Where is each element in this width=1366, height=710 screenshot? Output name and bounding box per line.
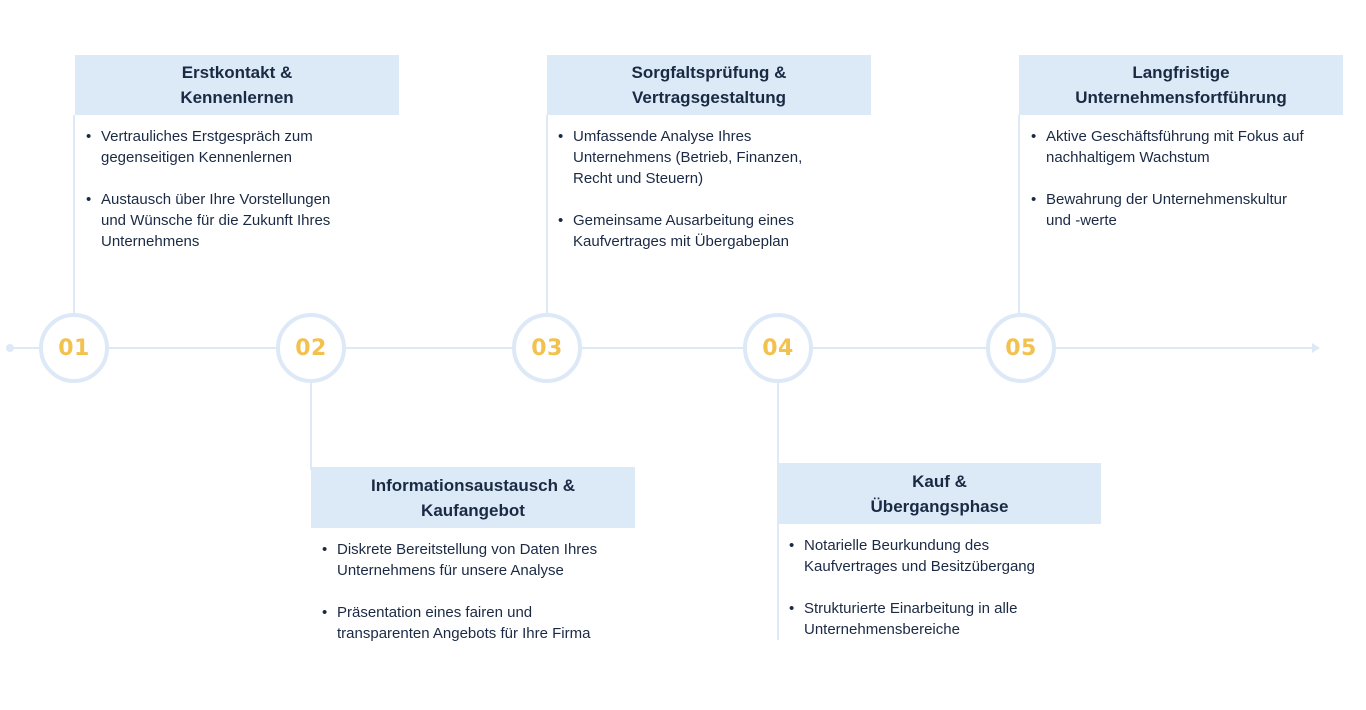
step-number-2: 02 bbox=[276, 313, 346, 383]
step-title-2: Informationsaustausch & Kaufangebot bbox=[311, 467, 635, 528]
bullet-item: Präsentation eines fairen und transparen… bbox=[322, 602, 652, 644]
bullet-item: Vertrauliches Erstgespräch zum gegenseit… bbox=[86, 126, 396, 168]
step-bullets-5: Aktive Geschäftsführung mit Fokus auf na… bbox=[1031, 126, 1351, 252]
step-title-1-text: Erstkontakt & Kennenlernen bbox=[180, 63, 294, 107]
step-title-4: Kauf & Übergangsphase bbox=[778, 463, 1101, 524]
step-number-5: 05 bbox=[986, 313, 1056, 383]
step-title-3-text: Sorgfaltsprüfung & Vertragsgestaltung bbox=[631, 63, 787, 107]
step-title-4-text: Kauf & Übergangsphase bbox=[870, 471, 1009, 516]
step-title-5-text: Langfristige Unternehmensfortführung bbox=[1075, 63, 1287, 107]
bullet-item: Umfassende Analyse Ihres Unternehmens (B… bbox=[558, 126, 868, 189]
step-title-3: Sorgfaltsprüfung & Vertragsgestaltung bbox=[547, 55, 871, 115]
bullet-item: Diskrete Bereitstellung von Daten Ihres … bbox=[322, 539, 652, 581]
step-bullets-3: Umfassende Analyse Ihres Unternehmens (B… bbox=[558, 126, 868, 273]
connector-step-5 bbox=[1018, 115, 1020, 315]
connector-step-2 bbox=[310, 382, 312, 470]
timeline-line bbox=[12, 347, 1316, 349]
connector-step-3 bbox=[546, 115, 548, 315]
step-title-2-text: Informationsaustausch & Kaufangebot bbox=[370, 475, 576, 520]
step-bullets-4: Notarielle Beurkundung des Kaufvertrages… bbox=[789, 535, 1099, 661]
timeline-start-dot bbox=[6, 344, 14, 352]
connector-step-1 bbox=[73, 115, 75, 315]
step-title-5: Langfristige Unternehmensfortführung bbox=[1019, 55, 1343, 115]
step-bullets-1: Vertrauliches Erstgespräch zum gegenseit… bbox=[86, 126, 396, 273]
bullet-item: Gemeinsame Ausarbeitung eines Kaufvertra… bbox=[558, 210, 868, 252]
bullet-item: Bewahrung der Unternehmenskultur und -we… bbox=[1031, 189, 1351, 231]
bullet-item: Notarielle Beurkundung des Kaufvertrages… bbox=[789, 535, 1099, 577]
bullet-item: Austausch über Ihre Vorstellungen und Wü… bbox=[86, 189, 396, 252]
step-number-3: 03 bbox=[512, 313, 582, 383]
step-number-4: 04 bbox=[743, 313, 813, 383]
timeline-arrow-icon bbox=[1312, 343, 1320, 353]
step-title-1: Erstkontakt & Kennenlernen bbox=[75, 55, 399, 115]
bullet-item: Strukturierte Einarbeitung in alle Unter… bbox=[789, 598, 1099, 640]
bullet-item: Aktive Geschäftsführung mit Fokus auf na… bbox=[1031, 126, 1351, 168]
step-number-1: 01 bbox=[39, 313, 109, 383]
step-bullets-2: Diskrete Bereitstellung von Daten Ihres … bbox=[322, 539, 652, 665]
